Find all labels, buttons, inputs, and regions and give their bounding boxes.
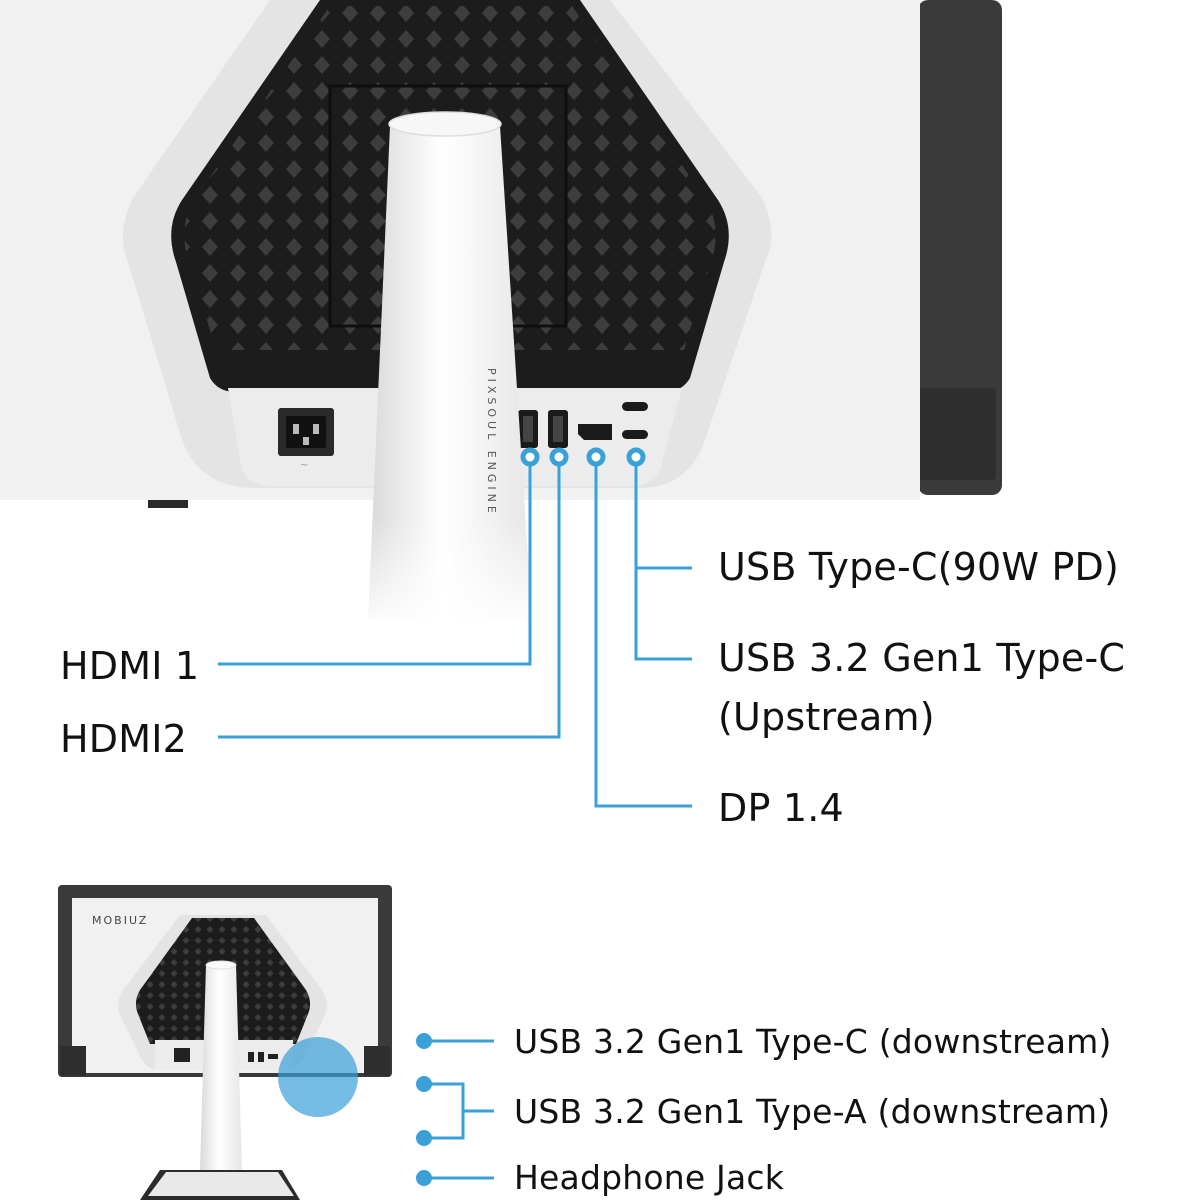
usbc-down-bullet [416, 1033, 432, 1049]
headphone-jack-label: Headphone Jack [514, 1158, 785, 1197]
hdmi2-marker [549, 447, 569, 467]
usbc-up-port [622, 430, 648, 439]
usba-downstream-label: USB 3.2 Gen1 Type-A (downstream) [514, 1092, 1111, 1131]
svg-text:~: ~ [300, 460, 308, 471]
leader-lines [218, 462, 692, 808]
hdmi1-label: HDMI 1 [60, 644, 200, 688]
dp-marker [586, 447, 606, 467]
dp-label: DP 1.4 [718, 786, 844, 830]
usbc-pd-label: USB Type-C(90W PD) [718, 545, 1120, 589]
dp-port [578, 424, 612, 440]
usbc-upstream-label-line2: (Upstream) [718, 695, 935, 739]
headphone-bullet [416, 1170, 432, 1186]
usba-down-bullet-2 [416, 1130, 432, 1146]
usbc-marker [626, 447, 646, 467]
usbc-upstream-label-line1: USB 3.2 Gen1 Type-C [718, 636, 1126, 680]
hdmi2-label: HDMI2 [60, 717, 188, 761]
thumbnail-stand [200, 961, 242, 1170]
usbc-downstream-label: USB 3.2 Gen1 Type-C (downstream) [514, 1022, 1112, 1061]
monitor-bezel-foot [918, 388, 996, 480]
hdmi1-marker [520, 447, 540, 467]
usba-down-bullet-1 [416, 1076, 432, 1092]
usbc-pd-port [622, 402, 648, 411]
monitor-bezel-right [918, 0, 1002, 495]
stand-column [368, 118, 532, 620]
brand-mark: MOBIUZ [92, 914, 148, 927]
side-port-highlight [278, 1037, 358, 1117]
column-engraving: PIXSOUL ENGINE [485, 368, 498, 517]
